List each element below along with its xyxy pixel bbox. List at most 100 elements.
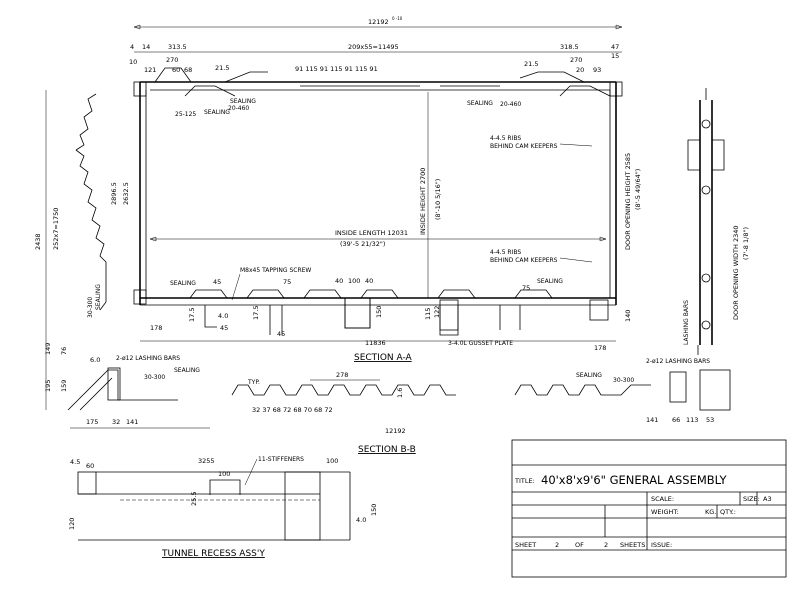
dim-2896: 2896.5 <box>110 182 118 205</box>
lashing-bars-vertical: LASHING BARS <box>683 300 690 345</box>
dim-75: 75 <box>283 278 291 286</box>
left-313: 313.5 <box>168 43 187 51</box>
floor-detail-dims: 40 100 40 75 75 45 45 45 150 122 115 140… <box>150 277 632 352</box>
dim-278: 278 <box>336 371 348 379</box>
dim-60-top: 60 <box>172 66 180 74</box>
lashing-right: 2-ø12 LASHING BARS <box>646 358 710 365</box>
ribs-bottom: 4-4.5 RIBS <box>490 249 521 256</box>
dim-140: 140 <box>624 310 632 322</box>
sealing-25125-label: SEALING <box>204 109 230 116</box>
corrugation-bottom: 32 37 68 72 68 70 68 72 <box>252 406 333 414</box>
sealing-2046-r-label: SEALING <box>467 100 493 107</box>
dim-4-5-bb: 4.5 <box>70 458 80 466</box>
annotations: 4-4.5 RIBS BEHIND CAM KEEPERS 4-4.5 RIBS… <box>140 135 616 363</box>
door-end-view: DOOR OPENING WIDTH 2340 (7'-8 1/8") LASH… <box>683 88 750 355</box>
sealing-30300-v: 30-300 <box>87 297 94 318</box>
dim-11836: 11836 <box>365 339 386 347</box>
sheets-label: SHEETS <box>620 541 645 549</box>
dim-178-b: 178 <box>594 344 606 352</box>
dim-120: 120 <box>68 518 76 530</box>
dim-15: 15 <box>611 52 619 60</box>
dim-25-5: 25.5 <box>190 492 198 506</box>
overall-length-top: 12192 <box>368 18 389 26</box>
sealing-left-bottom: SEALING <box>170 280 196 287</box>
title-block: TITLE: 40'x8'x9'6" GENERAL ASSEMBLY SCAL… <box>511 439 787 578</box>
inside-length-ft: (39'-5 21/32") <box>340 240 385 248</box>
issue-label: ISSUE: <box>651 541 672 549</box>
overall-length-bottom: 12192 <box>385 427 406 435</box>
sealing-30300-r: 30-300 <box>613 377 634 384</box>
weight-label: WEIGHT: <box>651 508 679 516</box>
dim-32: 32 <box>112 418 120 426</box>
dim-2632: 2632.5 <box>122 182 130 205</box>
section-a-a-title: SECTION A-A <box>354 353 413 363</box>
weight-unit: KG. <box>705 508 716 516</box>
sealing-2046-l: 20-460 <box>228 105 249 112</box>
cam-keepers-top: BEHIND CAM KEEPERS <box>490 143 558 150</box>
dim-47: 47 <box>611 43 619 51</box>
dim-6-0-left: 6.0 <box>90 356 100 364</box>
section-a-a-view: INSIDE LENGTH 12031 (39'-5 21/32") INSID… <box>133 67 642 336</box>
tolerance-top: 0 -10 <box>392 16 403 21</box>
mid-span-top: 209x55=11495 <box>348 43 399 51</box>
dim-115: 115 <box>424 308 432 320</box>
dim-45-b: 45 <box>220 324 228 332</box>
dim-3255: 3255 <box>198 457 215 465</box>
dim-150: 150 <box>375 306 383 318</box>
dim-21-5: 21.5 <box>215 64 229 72</box>
dim-1-6: 1.6 <box>396 388 404 398</box>
section-b-b-view: SECTION B-B 11-STIFFENERS 3255 100 100 6… <box>68 445 416 559</box>
top-dimensions: 12192 0 -10 209x55=11495 313.5 318.5 4 1… <box>129 16 623 118</box>
dim-178: 178 <box>150 324 162 332</box>
dim-76: 76 <box>60 347 68 355</box>
sheet-label: SHEET <box>515 541 536 549</box>
stiffeners-note: 11-STIFFENERS <box>258 456 304 463</box>
door-opening-height: DOOR OPENING HEIGHT 2585 <box>624 153 632 250</box>
sealing-2046-r: 20-460 <box>500 101 521 108</box>
size-value: A3 <box>763 495 772 503</box>
dim-20: 20 <box>576 66 584 74</box>
inside-height-ft: (8'-10 5/16") <box>434 179 442 220</box>
dim-100: 100 <box>348 277 360 285</box>
dim-66: 66 <box>672 416 680 424</box>
inside-height: INSIDE HEIGHT 2700 <box>419 168 427 235</box>
typ-label: TYP. <box>247 379 260 386</box>
section-b-b-title: SECTION B-B <box>358 445 416 455</box>
dim-141-b: 141 <box>646 416 658 424</box>
door-opening-width-ft: (7'-8 1/8") <box>742 227 750 260</box>
dim-195: 195 <box>44 380 52 392</box>
sheet-number: 2 <box>555 541 559 549</box>
bottom-right-corner-detail: SEALING 30-300 2-ø12 LASHING BARS 141 66… <box>514 358 731 424</box>
dim-122: 122 <box>433 306 441 318</box>
dim-17-5-b: 17.5 <box>252 306 260 320</box>
drawing-title: 40'x8'x9'6" GENERAL ASSEMBLY <box>541 473 728 487</box>
size-label: SIZE: <box>743 495 760 503</box>
tapping-screw-note: M8x45 TAPPING SCREW <box>240 267 311 274</box>
dim-40: 40 <box>335 277 343 285</box>
sheet-total: 2 <box>604 541 608 549</box>
sealing-30300-l: 30-300 <box>144 374 165 381</box>
dim-2438: 2438 <box>34 233 42 250</box>
cam-keepers-bottom: BEHIND CAM KEEPERS <box>490 257 558 264</box>
dim-10: 10 <box>129 58 137 66</box>
dim-113: 113 <box>686 416 698 424</box>
dim-45-c: 45 <box>277 330 285 338</box>
dim-40-b: 40 <box>365 277 373 285</box>
inside-length: INSIDE LENGTH 12031 <box>335 229 408 237</box>
door-opening-width: DOOR OPENING WIDTH 2340 <box>732 225 740 320</box>
sealing-2046-l-label: SEALING <box>230 98 256 105</box>
dim-53: 53 <box>706 416 714 424</box>
dim-17-5: 17.5 <box>188 308 196 322</box>
sealing-25125: 25-125 <box>175 111 196 118</box>
dim-45: 45 <box>213 278 221 286</box>
gusset-plate: 3-4.0L GUSSET PLATE <box>448 340 513 347</box>
sealing-bottom-left: SEALING <box>174 367 200 374</box>
title-label: TITLE: <box>514 477 535 485</box>
dim-14: 14 <box>142 43 150 51</box>
sealing-bottom-right: SEALING <box>576 372 602 379</box>
dim-75-b: 75 <box>522 284 530 292</box>
dim-21-5-r: 21.5 <box>524 60 538 68</box>
right-318: 318.5 <box>560 43 579 51</box>
